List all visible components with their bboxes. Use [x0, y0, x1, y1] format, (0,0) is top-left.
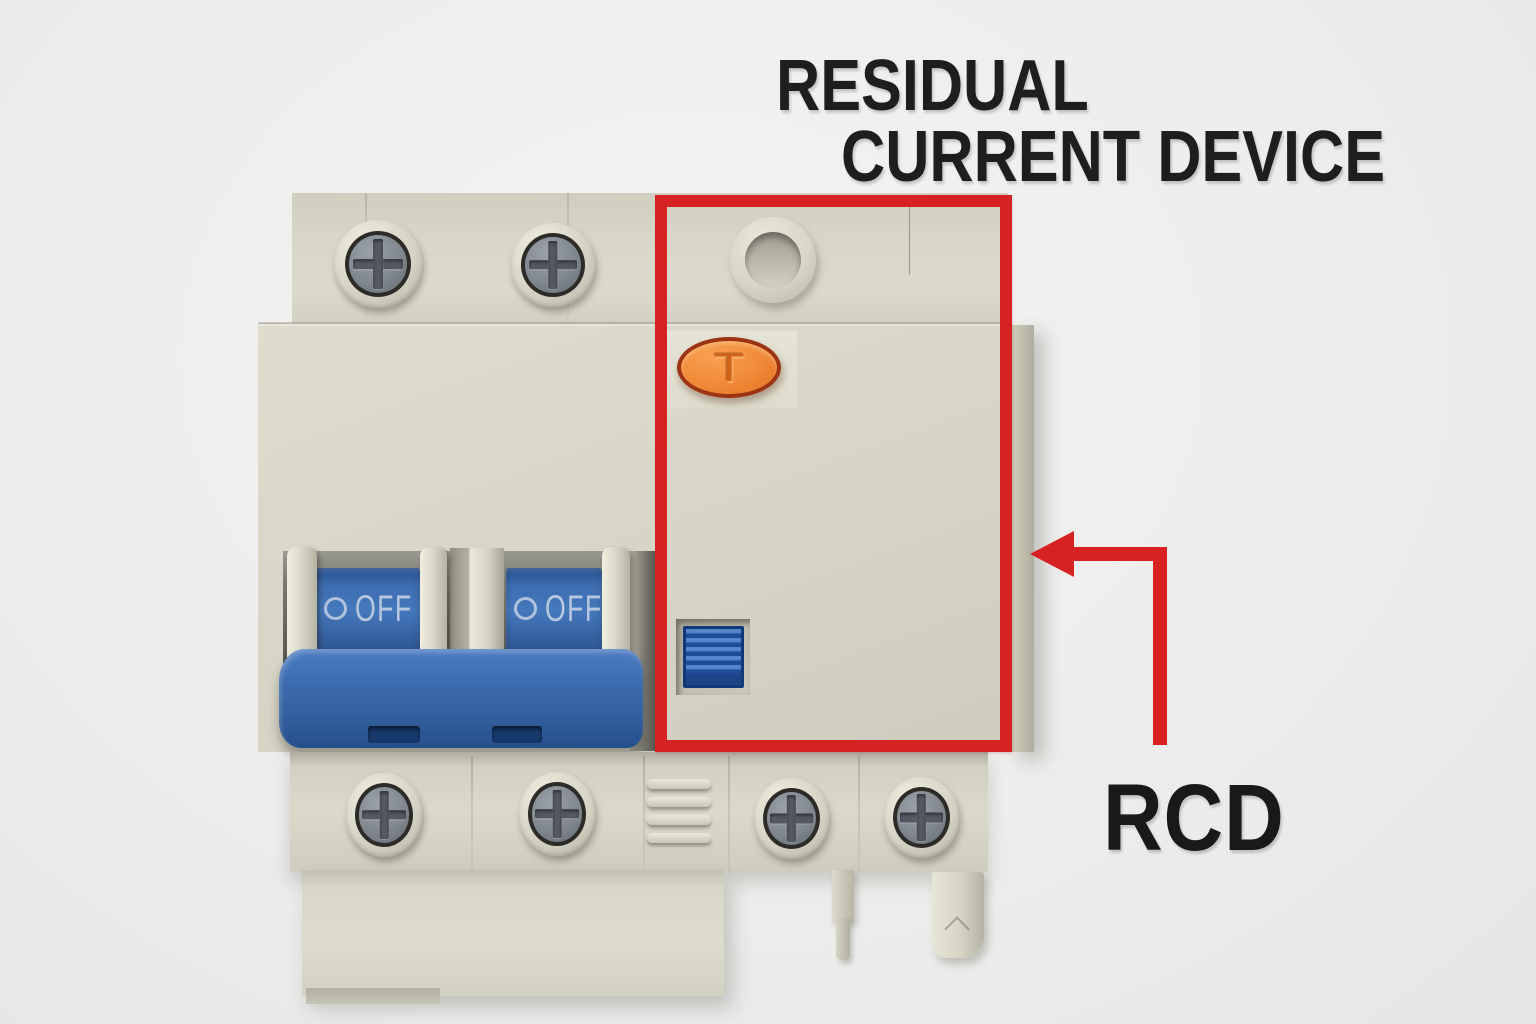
- phillips-screw-head-icon: [358, 787, 410, 843]
- phillips-screw-head-icon: [531, 786, 583, 842]
- screw-collar: [521, 233, 585, 297]
- switch-guide-prong: [287, 547, 317, 659]
- phillips-screw-head-icon: [348, 234, 408, 294]
- rcd-highlight-outline: [655, 195, 1012, 752]
- rcd-arrow-shaft-horizontal: [1070, 547, 1167, 561]
- terminal-screw-top-left: [334, 220, 422, 308]
- module-seam: [471, 756, 473, 872]
- terminal-screw-bottom-4: [884, 777, 959, 858]
- breaker-toggle-2: OFF: [506, 568, 602, 658]
- vent-ridge: [647, 779, 711, 789]
- off-symbol-icon: [514, 597, 537, 620]
- module-seam: [858, 756, 860, 872]
- module-seam: [643, 756, 645, 872]
- lower-housing-step: [306, 988, 440, 1004]
- off-text: OFF: [545, 588, 603, 629]
- title-line-1: RESIDUAL: [776, 46, 1089, 126]
- mounting-pin-2: [932, 872, 984, 958]
- switch-state-label: OFF: [324, 590, 420, 627]
- bar-notch: [368, 726, 420, 743]
- vent-ridge: [647, 797, 711, 807]
- panel-mark: [909, 205, 910, 275]
- breaker-toggle-1: OFF: [316, 568, 420, 658]
- rcd-arrow-head-icon: [1030, 531, 1074, 577]
- test-button: T: [677, 337, 781, 398]
- screw-collar: [344, 230, 412, 298]
- switch-state-label: OFF: [514, 590, 602, 627]
- mounting-pin-1: [832, 870, 854, 922]
- module-divider: [450, 548, 504, 662]
- ring-hole: [745, 232, 801, 288]
- rcd-callout-label: RCD: [1103, 765, 1285, 871]
- bar-notch: [492, 726, 542, 743]
- vent-grille: [647, 779, 711, 851]
- off-symbol-icon: [324, 597, 347, 620]
- mounting-pin-1-tip: [836, 918, 850, 960]
- toggle-link-bar: [279, 649, 643, 748]
- terminal-screw-bottom-2: [519, 772, 595, 856]
- vent-ridge: [647, 815, 711, 825]
- panel-seam: [258, 322, 1008, 324]
- switch-guide-prong: [420, 547, 447, 659]
- phillips-screw-head-icon: [766, 791, 817, 846]
- chevron-mark-icon: [944, 916, 970, 942]
- trip-indicator-slider: [683, 626, 744, 688]
- terminal-screw-bottom-3: [754, 778, 829, 859]
- off-text: OFF: [355, 588, 413, 629]
- rcd-ring-port: [730, 217, 816, 303]
- terminal-screw-bottom-1: [346, 773, 422, 857]
- vent-ridge: [647, 833, 711, 843]
- test-button-label: T: [713, 345, 745, 390]
- phillips-screw-head-icon: [525, 237, 581, 293]
- title-line-2: CURRENT DEVICE: [841, 117, 1386, 197]
- phillips-screw-head-icon: [896, 790, 947, 845]
- rcd-arrow-shaft-vertical: [1153, 547, 1167, 745]
- lower-housing: [302, 870, 724, 996]
- module-seam: [728, 756, 730, 872]
- terminal-screw-top-right: [511, 223, 595, 307]
